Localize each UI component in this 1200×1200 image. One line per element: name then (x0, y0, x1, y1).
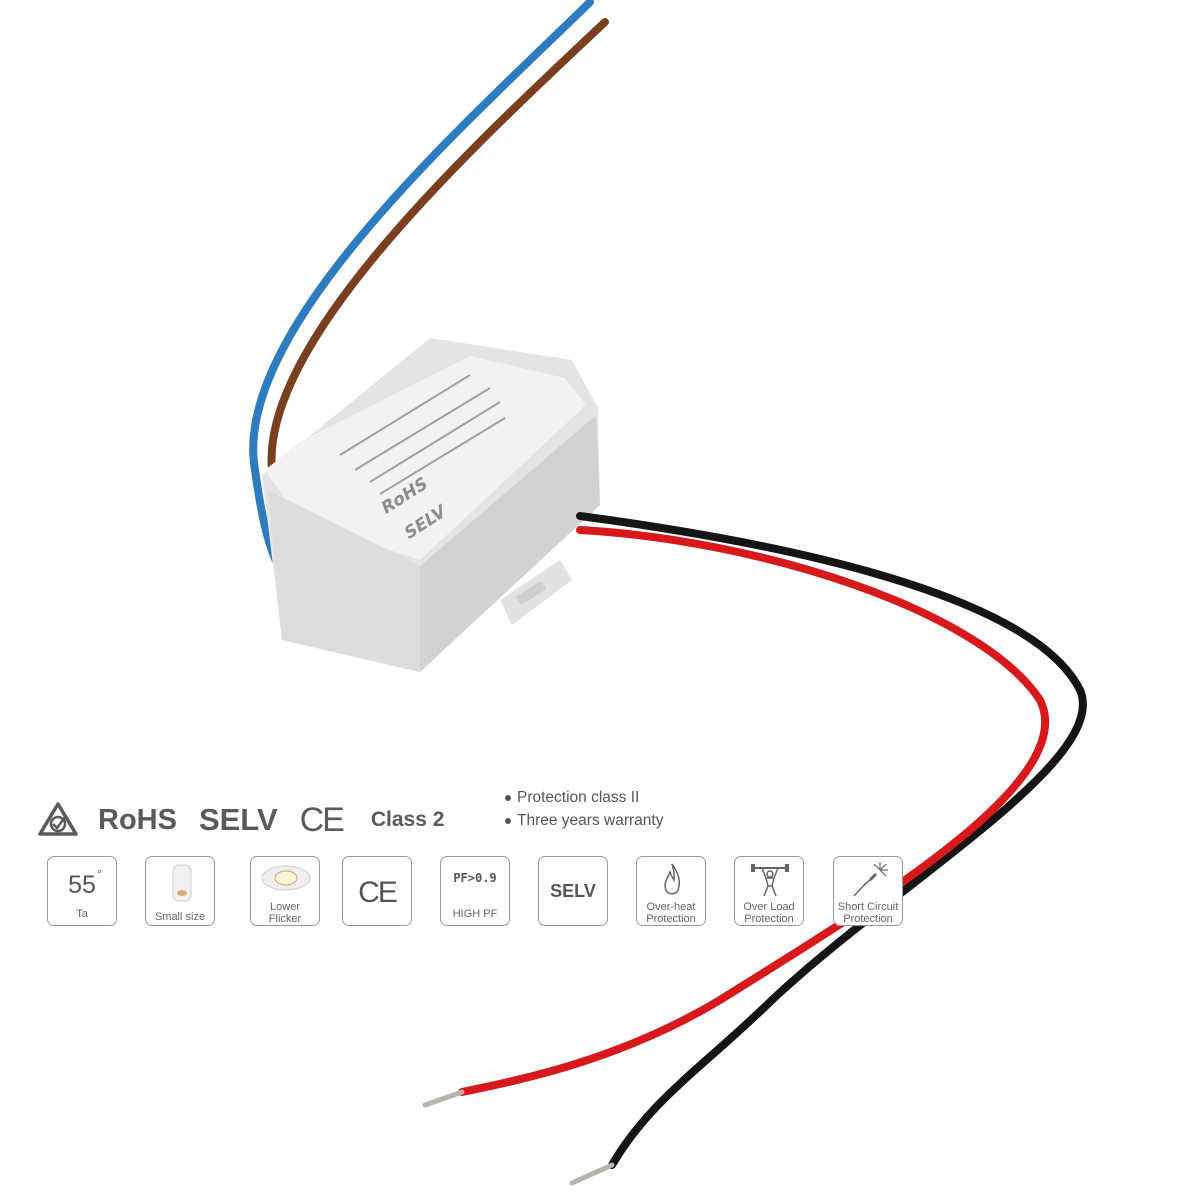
note-warranty: Three years warranty (505, 809, 663, 832)
blue-wire (249, 0, 594, 589)
feature-overheat: Over-heat Protection (636, 856, 706, 926)
pf-value: PF>0.9 (453, 871, 497, 885)
note-text: Protection class II (517, 789, 640, 806)
class-label: Class 2 (370, 808, 445, 831)
rohs-label: RoHS (98, 803, 177, 836)
ce-mark-label: CE (299, 800, 345, 839)
overheat-label-line1: Over-heat (646, 901, 696, 913)
led-driver-box: RoHS SELV (262, 338, 600, 672)
certification-row: RoHS SELV CE Class 2 (38, 798, 466, 842)
flame-icon (664, 863, 681, 895)
small-size-icon (172, 864, 192, 902)
selv-label: SELV (198, 802, 278, 837)
feature-ce: CE (342, 856, 412, 926)
feature-small-size: Small size (145, 856, 215, 926)
short-circuit-label-line2: Protection (843, 913, 893, 925)
spark-icon (853, 862, 888, 897)
flicker-label-line2: Flicker (268, 913, 302, 925)
ce-icon: CE (358, 876, 398, 909)
downlight-icon (261, 865, 311, 891)
degree-icon: ° (97, 867, 102, 881)
pf-label: HIGH PF (452, 908, 498, 920)
small-size-label: Small size (154, 911, 206, 923)
overload-label-line2: Protection (744, 913, 794, 925)
note-text: Three years warranty (517, 812, 664, 829)
feature-temperature: 55 ° Ta (47, 856, 117, 926)
feature-lower-flicker: Lower Flicker (250, 856, 320, 926)
red-wire-tip (422, 1089, 465, 1108)
weightlifter-icon (751, 864, 789, 897)
overload-label-line1: Over Load (743, 901, 795, 913)
black-wire (576, 512, 1087, 1169)
temperature-unit: Ta (76, 908, 88, 920)
feature-short-circuit: Short Circuit Protection (833, 856, 903, 926)
bullet-icon (505, 794, 511, 801)
feature-overload: Over Load Protection (734, 856, 804, 926)
short-circuit-label-line1: Short Circuit (837, 901, 899, 913)
bullet-icon (505, 817, 511, 824)
selv-icon: SELV (550, 881, 596, 901)
note-protection-class: Protection class II (505, 786, 663, 809)
feature-notes: Protection class II Three years warranty (505, 786, 663, 832)
black-wire-tip (569, 1162, 615, 1186)
rcm-mark-icon (38, 802, 78, 836)
feature-high-pf: PF>0.9 HIGH PF (440, 856, 510, 926)
feature-selv: SELV (538, 856, 608, 926)
overheat-label-line2: Protection (646, 913, 696, 925)
temperature-value: 55 (68, 871, 96, 899)
flicker-label-line1: Lower (270, 901, 300, 913)
red-wire (458, 526, 1050, 1096)
